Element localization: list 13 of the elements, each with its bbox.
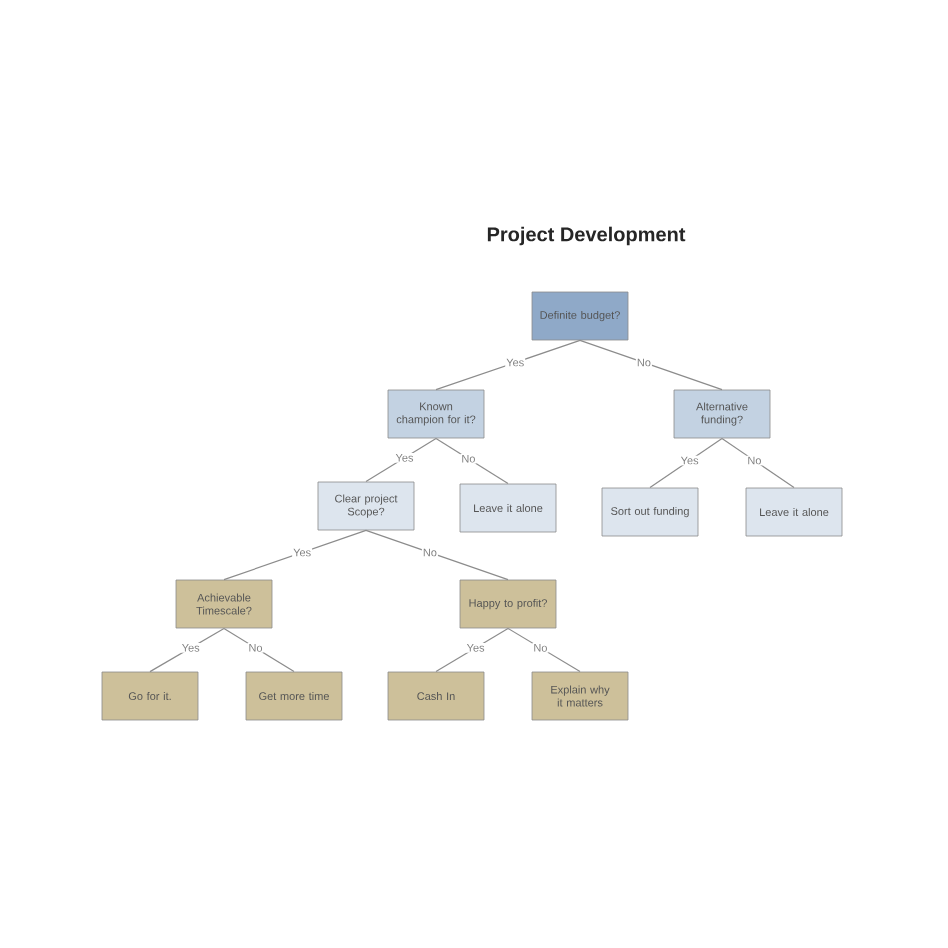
connector-line	[507, 627, 581, 673]
connector-line	[435, 437, 509, 485]
connector-line	[223, 529, 367, 581]
connector-line	[223, 627, 295, 673]
connector-line	[435, 339, 581, 391]
connector-line	[721, 437, 795, 489]
connector-line	[649, 437, 723, 489]
title: Project Development	[487, 226, 686, 246]
connector-line	[365, 529, 509, 581]
connector-line	[365, 437, 437, 483]
connector-line	[149, 627, 225, 673]
connector-line	[435, 627, 509, 673]
connector-line	[579, 339, 723, 391]
